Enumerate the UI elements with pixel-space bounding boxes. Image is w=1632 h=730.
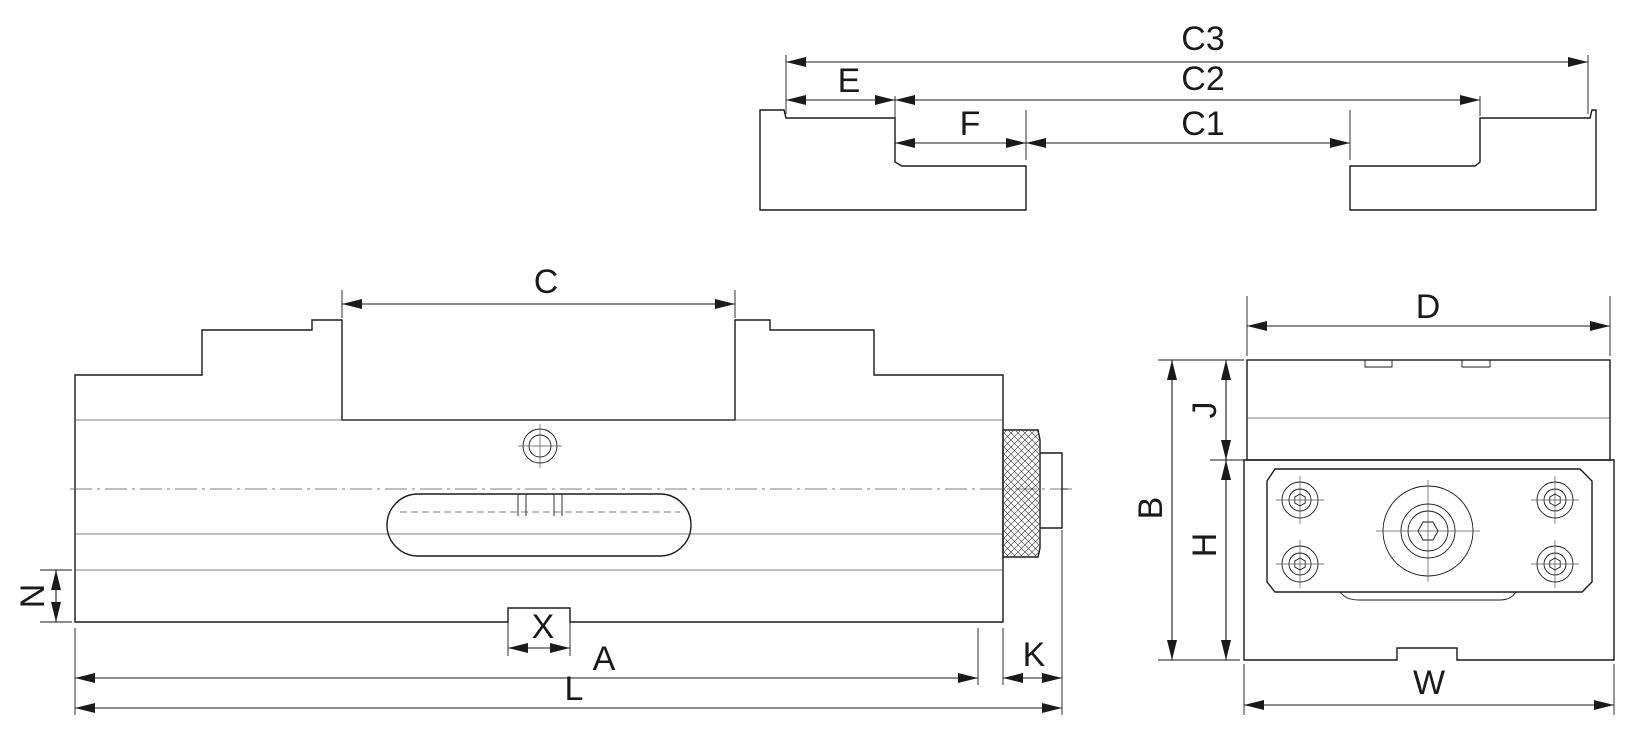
center-screw — [1376, 480, 1480, 582]
label-b: B — [1132, 497, 1170, 520]
label-j: J — [1186, 402, 1224, 419]
knurled-handle — [1002, 429, 1068, 558]
socket-bolt-icon — [1276, 540, 1324, 588]
label-c3: C3 — [1181, 20, 1224, 58]
label-k: K — [1023, 636, 1046, 674]
side-top-block — [1246, 359, 1611, 461]
label-c: C — [534, 263, 559, 301]
vise-body-outline — [74, 319, 1004, 623]
label-d: D — [1416, 288, 1441, 326]
label-a: A — [593, 640, 616, 678]
bolt-hole — [518, 424, 562, 468]
jaw-profile-right — [1349, 109, 1597, 211]
label-h: H — [1186, 533, 1224, 558]
label-c1: C1 — [1181, 105, 1224, 143]
vise-side-view: D W B J H — [1132, 288, 1615, 715]
label-n: N — [14, 584, 52, 609]
label-e: E — [838, 62, 861, 100]
side-base — [1243, 459, 1615, 661]
label-w: W — [1413, 664, 1445, 702]
jaw-profile-view: C3 C2 E F C1 — [759, 20, 1597, 211]
vise-front-view: C A L K X N — [14, 263, 1072, 715]
socket-bolt-icon — [1276, 476, 1324, 524]
label-x: X — [532, 608, 555, 646]
side-end-plate — [1266, 468, 1593, 593]
jaw-profile-left — [759, 109, 1027, 211]
socket-bolt-icon — [1531, 540, 1579, 588]
label-f: F — [960, 105, 981, 143]
screw-slot — [386, 493, 692, 557]
socket-bolt-icon — [1531, 476, 1579, 524]
label-l: L — [565, 670, 584, 708]
label-c2: C2 — [1181, 60, 1224, 98]
corner-bolts — [1276, 476, 1579, 588]
